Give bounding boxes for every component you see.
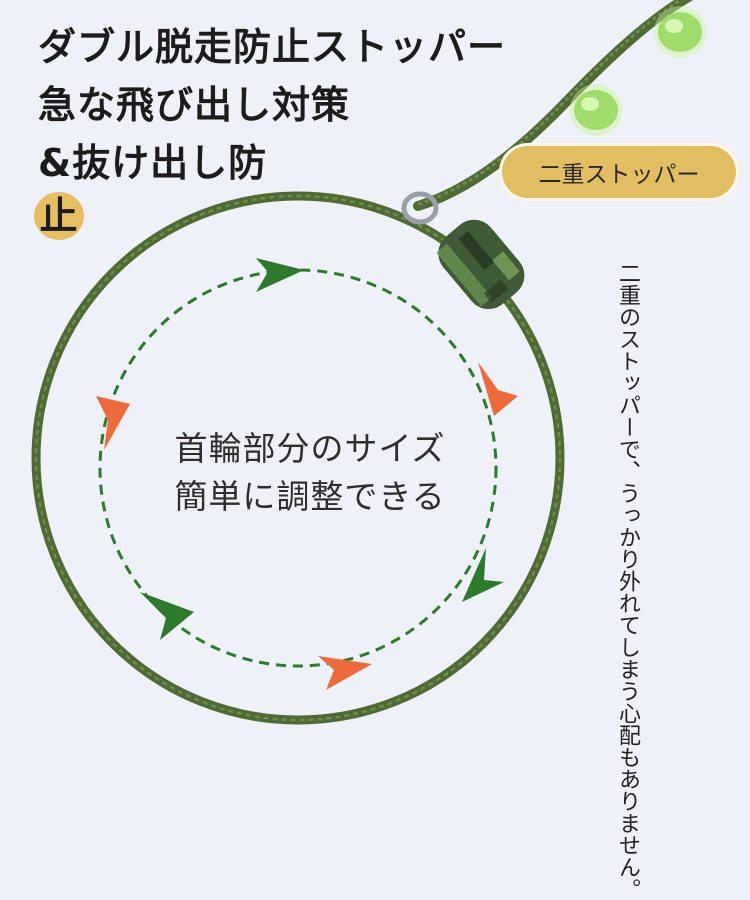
- arrow-bottomright-green: [462, 548, 504, 602]
- camo-slider-sleeve: [436, 219, 525, 310]
- headline-line-2: 急な飛び出し対策: [38, 83, 351, 127]
- stopper-bead-lower: [570, 84, 622, 136]
- headline-line-3: &抜け出し防止: [34, 134, 506, 240]
- arrow-left-orange: [96, 396, 130, 450]
- product-illustration: [31, 0, 706, 725]
- cord-upper-strand-highlight: [417, 0, 684, 206]
- headline-line-1: ダブル脱走防止ストッパー: [38, 25, 507, 69]
- adjustment-guide-circle: [98, 268, 498, 668]
- arrow-right-orange: [478, 362, 518, 416]
- metal-ring: [401, 191, 439, 225]
- headline-highlight-mark: 止: [34, 192, 84, 240]
- arrow-top-green: [256, 258, 304, 292]
- headline-line-3-text: &抜け出し防: [38, 141, 268, 185]
- center-caption-line-1: 首輪部分のサイズ: [174, 429, 446, 468]
- center-caption-line-2: 簡単に調整できる: [174, 477, 446, 516]
- stopper-bead-upper: [654, 6, 706, 58]
- arrow-bottom-orange: [318, 656, 372, 690]
- arrow-bottomleft-green: [140, 592, 194, 640]
- side-note-vertical: 二重のストッパーで、うっかり外れてしまう心配もありません。: [615, 262, 640, 900]
- center-caption: 首輪部分のサイズ 簡単に調整できる: [130, 425, 490, 521]
- double-stopper-badge: 二重ストッパー: [502, 146, 736, 198]
- headline: ダブル脱走防止ストッパー 急な飛び出し対策 &抜け出し防止: [34, 18, 507, 240]
